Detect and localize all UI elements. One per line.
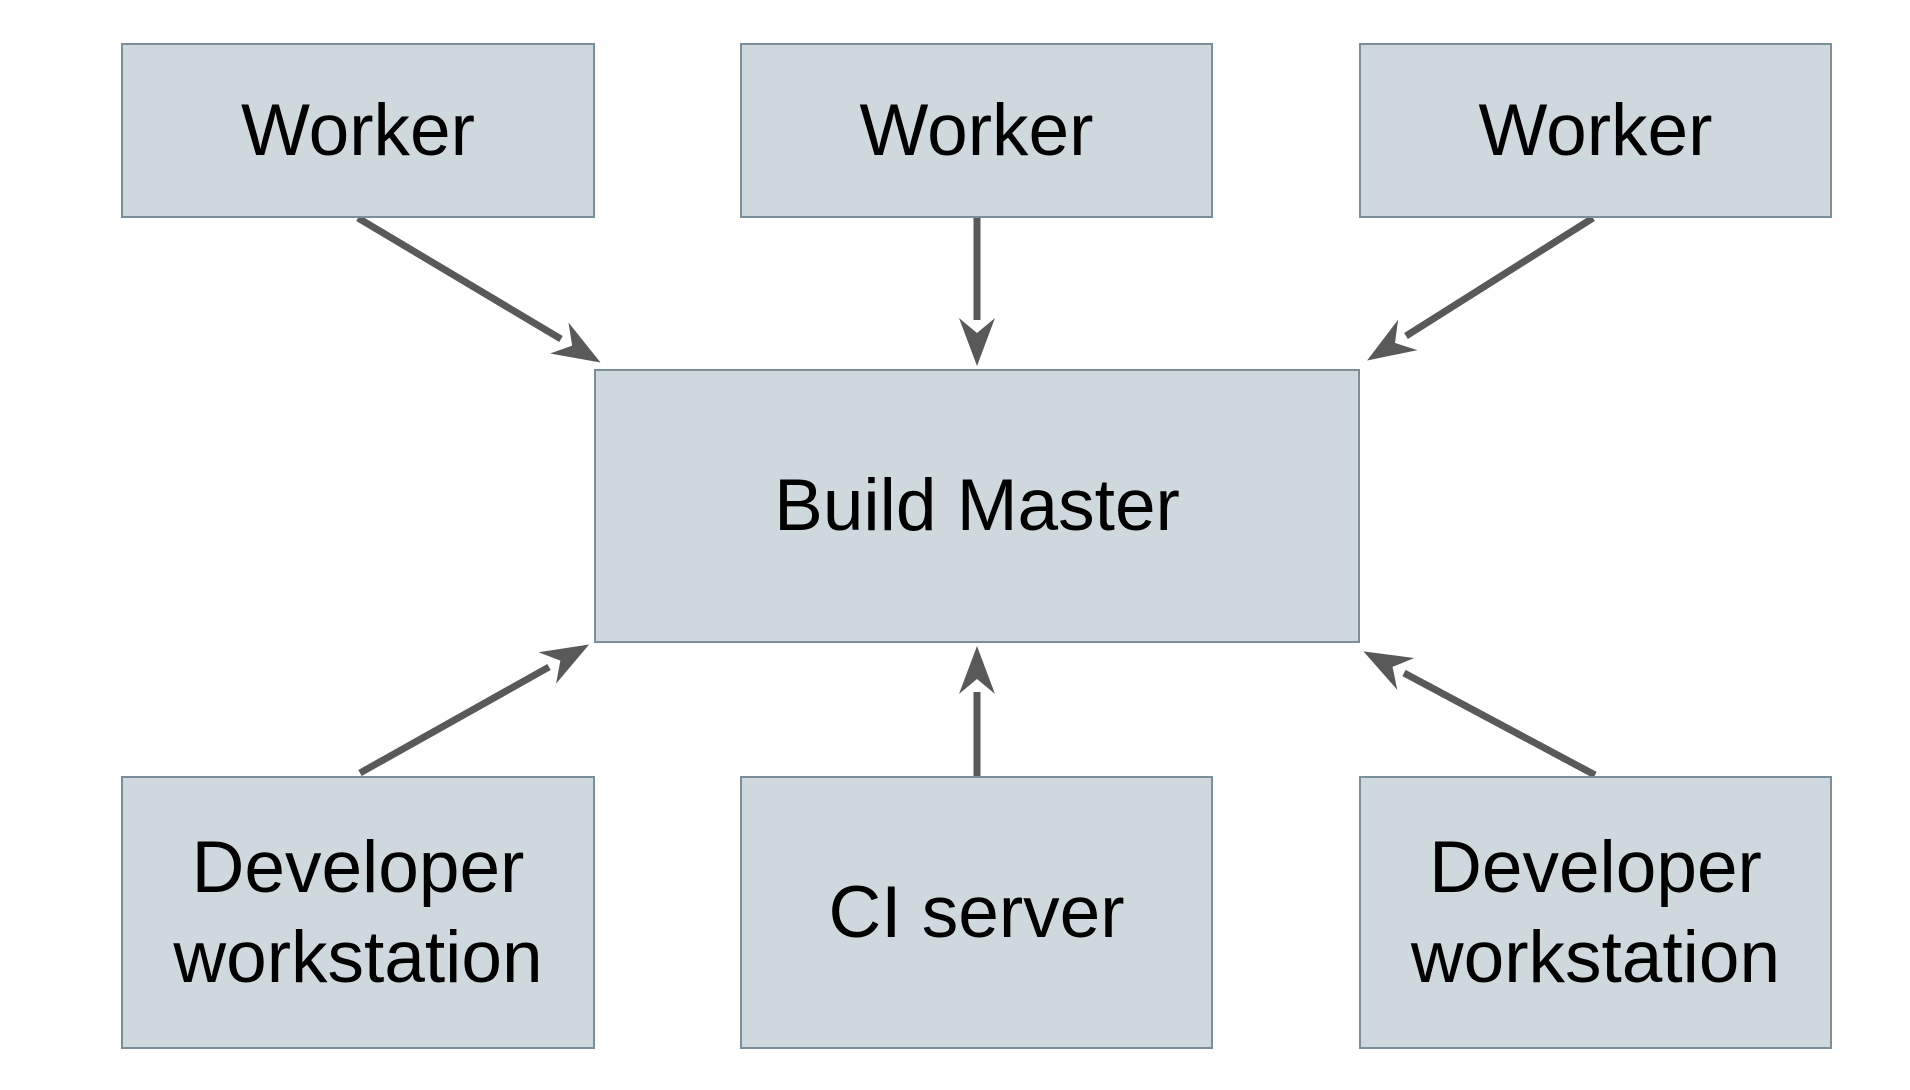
node-ci-server: CI server [740, 776, 1213, 1049]
node-developer-workstation-right-label: Developer workstation [1410, 827, 1781, 998]
node-worker-1: Worker [121, 43, 595, 218]
node-build-master-label: Build Master [774, 465, 1180, 547]
node-build-master: Build Master [594, 369, 1360, 643]
node-worker-3: Worker [1359, 43, 1832, 218]
node-worker-2-label: Worker [859, 89, 1094, 171]
arrow-worker1-to-buildmaster [356, 214, 601, 363]
node-ci-server-label: CI server [828, 871, 1125, 953]
arrow-worker3-to-buildmaster [1367, 215, 1595, 361]
node-developer-workstation-left: Developer workstation [121, 776, 595, 1049]
node-developer-workstation-left-label: Developer workstation [173, 827, 543, 998]
node-worker-2: Worker [740, 43, 1213, 218]
node-developer-workstation-right: Developer workstation [1359, 776, 1832, 1049]
node-worker-1-label: Worker [241, 89, 475, 171]
arrow-devright-to-buildmaster [1363, 651, 1597, 779]
node-worker-3-label: Worker [1478, 89, 1713, 171]
arrow-devleft-to-buildmaster [358, 644, 590, 777]
